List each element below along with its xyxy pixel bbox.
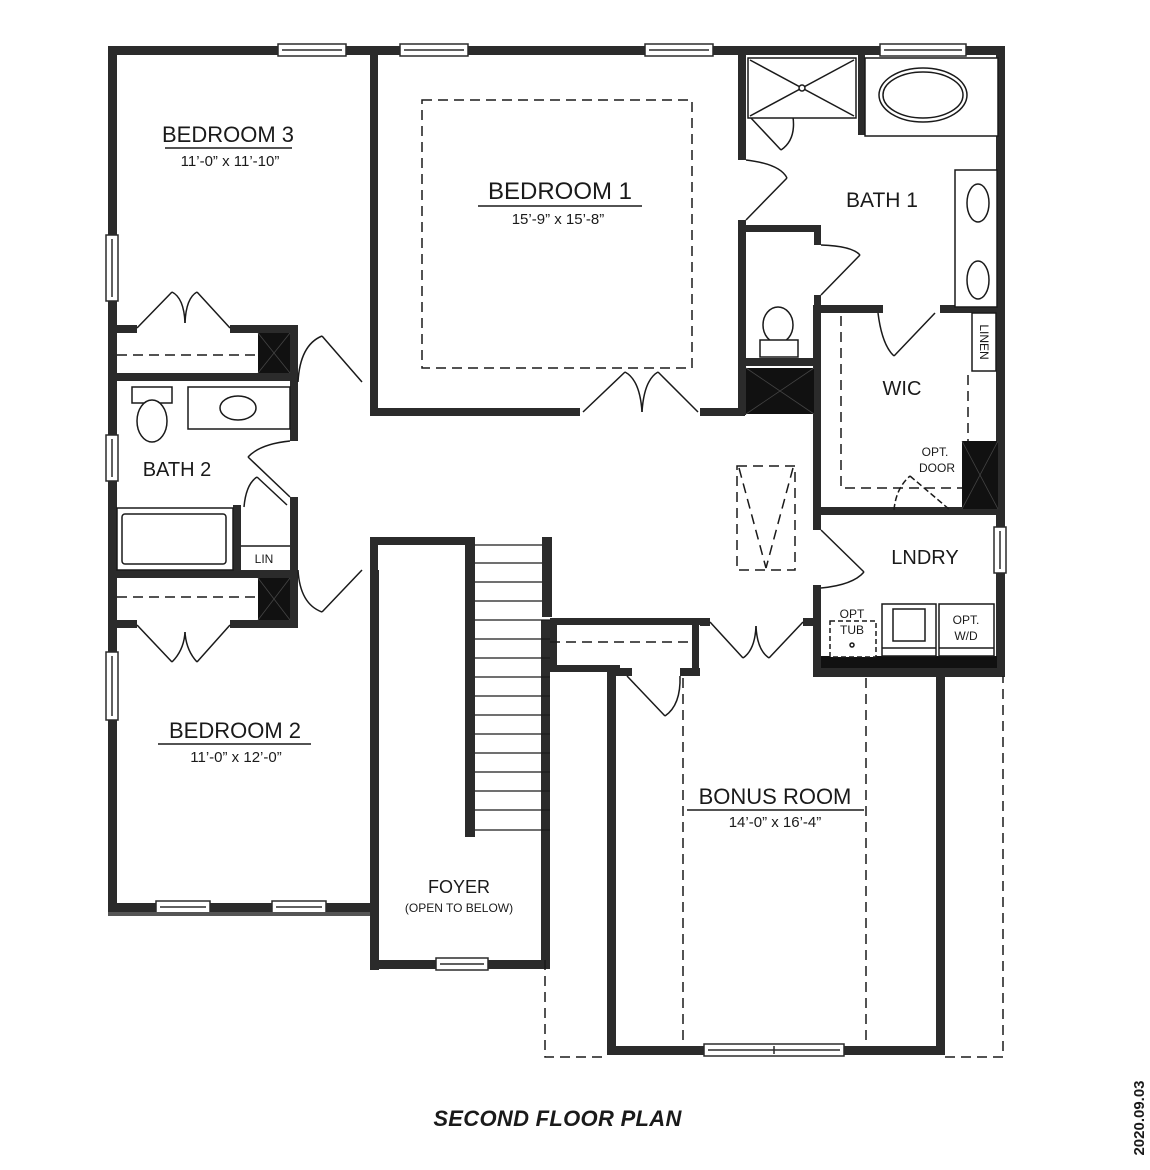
bedroom2-dims: 11’-0” x 12’-0” [190,749,281,766]
dashed-lines [117,99,1004,1058]
bath1-name: BATH 1 [846,189,918,212]
bedroom1-dims: 15’-9” x 15’-8” [512,211,605,228]
laundry-name: LNDRY [891,547,958,569]
fixtures [116,57,999,658]
bonus-dims: 14’-0” x 16’-4” [729,814,822,831]
doors [136,116,951,717]
bedroom2-name: BEDROOM 2 [169,718,301,743]
bedroom3-dims: 11’-0” x 11’-10” [181,153,280,170]
opt-wd-line2: W/D [954,629,978,643]
hatched-ledge [108,912,370,916]
interior-walls [117,55,1005,676]
opt-wd-line1: OPT. [953,613,980,627]
opt-tub-line1: OPT [840,607,865,621]
foyer-note: (OPEN TO BELOW) [405,901,513,915]
opt-tub-line2: TUB [840,623,864,637]
chases [257,332,999,668]
plan-title: SECOND FLOOR PLAN [433,1106,682,1131]
opt-door-line1: OPT. [922,445,949,459]
date-stamp: 2020.09.03 [1131,1080,1148,1156]
linen-label: LINEN [977,324,991,359]
opt-door-line2: DOOR [919,461,955,475]
stairs [370,537,552,837]
windows [105,43,1007,1057]
bedroom3-name: BEDROOM 3 [162,122,294,147]
lin-label: LIN [255,552,274,566]
wic-name: WIC [883,378,922,400]
bonus-name: BONUS ROOM [699,784,852,809]
toilet [136,399,168,443]
foyer-name: FOYER [428,877,490,897]
bath2-name: BATH 2 [143,459,212,481]
toilet [762,306,794,344]
bedroom1-name: BEDROOM 1 [488,178,632,205]
room-labels: BEDROOM 3 11’-0” x 11’-10” BEDROOM 1 15’… [143,122,991,915]
